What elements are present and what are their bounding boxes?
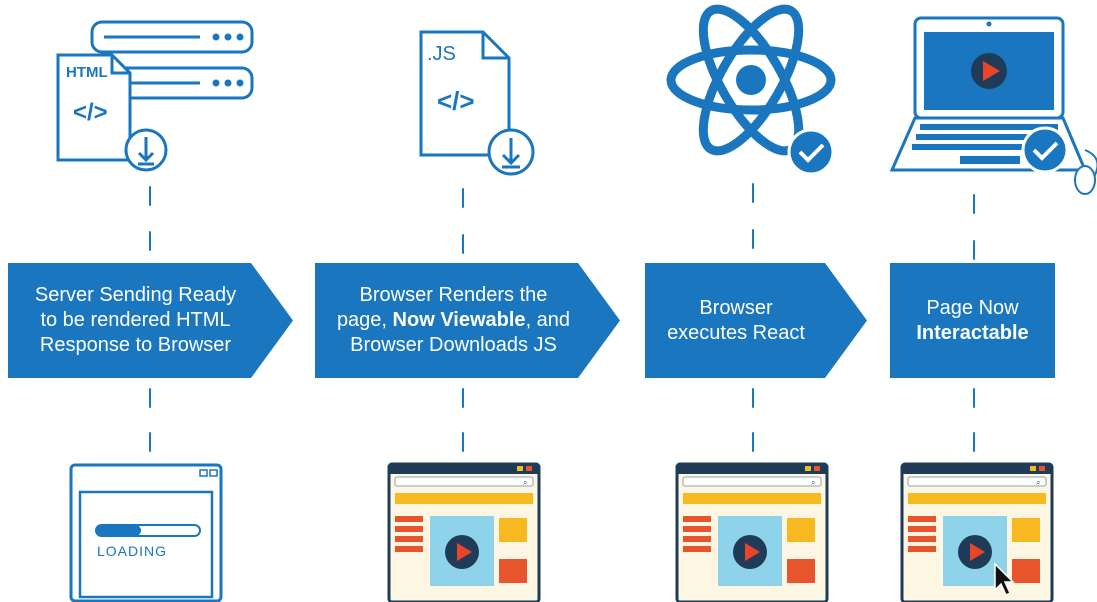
step-2-line-2-post: , and (525, 309, 571, 331)
js-document (419, 30, 511, 157)
step-1-line-3: Response to Browser (39, 334, 232, 356)
connector-dash (752, 432, 754, 452)
check-badge (1021, 126, 1069, 174)
html-file-server-download-icon: HTML </> (56, 20, 254, 172)
loading-label: LOADING (97, 543, 167, 559)
js-label: .JS (427, 43, 456, 65)
js-file-download-icon: .JS </> (419, 30, 535, 176)
laptop-play-check-icon (889, 16, 1097, 195)
mouse-cursor-icon (994, 562, 1015, 597)
step-1-line-1: Server Sending Ready (34, 284, 237, 306)
step-4-banner: Page Now Interactable (890, 263, 1055, 378)
connector-dash (973, 432, 975, 452)
step-2-line-2-pre: page, (336, 309, 393, 331)
connector-dash (973, 388, 975, 408)
connector-dash (462, 234, 464, 254)
svg-text:⌕: ⌕ (811, 478, 815, 487)
connector-dash (462, 388, 464, 408)
check-badge (787, 128, 835, 176)
interactive-browser-window: ⌕ (900, 462, 1054, 602)
step-2-line-1: Browser Renders the (359, 284, 548, 306)
rendered-browser-window: ⌕ (387, 462, 541, 602)
step-4-line-2-bold: Interactable (916, 321, 1029, 344)
step-3-banner: Browser executes React (645, 263, 867, 378)
step-2-line-3: Browser Downloads JS (350, 334, 557, 356)
svg-text:⌕: ⌕ (1036, 478, 1040, 487)
step-4-line-1: Page Now (926, 296, 1019, 319)
step-2-banner: Browser Renders the page, Now Viewable, … (315, 263, 620, 378)
step-3-line-1: Browser (699, 296, 773, 319)
loading-browser-window: LOADING (69, 463, 223, 602)
connector-dash (752, 388, 754, 408)
step-2-line-2-bold: Now Viewable (392, 309, 526, 331)
connector-dash (973, 194, 975, 214)
step-1-line-2: to be rendered HTML (40, 309, 231, 331)
connector-dash (462, 432, 464, 452)
svg-text:⌕: ⌕ (523, 478, 527, 487)
connector-dash (149, 432, 151, 452)
html-document (56, 53, 132, 162)
connector-dash (752, 229, 754, 249)
connector-dash (149, 388, 151, 408)
rendered-browser-window: ⌕ (675, 462, 829, 602)
connector-dash (462, 188, 464, 208)
step-1-banner: Server Sending Ready to be rendered HTML… (8, 263, 293, 378)
js-code-label: </> (437, 86, 475, 116)
connector-dash (973, 240, 975, 260)
connector-dash (149, 186, 151, 206)
react-atom-check-icon (666, 4, 836, 176)
connector-dash (752, 183, 754, 203)
connector-dash (149, 231, 151, 251)
html-label: HTML (66, 64, 108, 81)
step-3-line-2: executes React (667, 321, 805, 344)
html-code-label: </> (73, 99, 108, 126)
